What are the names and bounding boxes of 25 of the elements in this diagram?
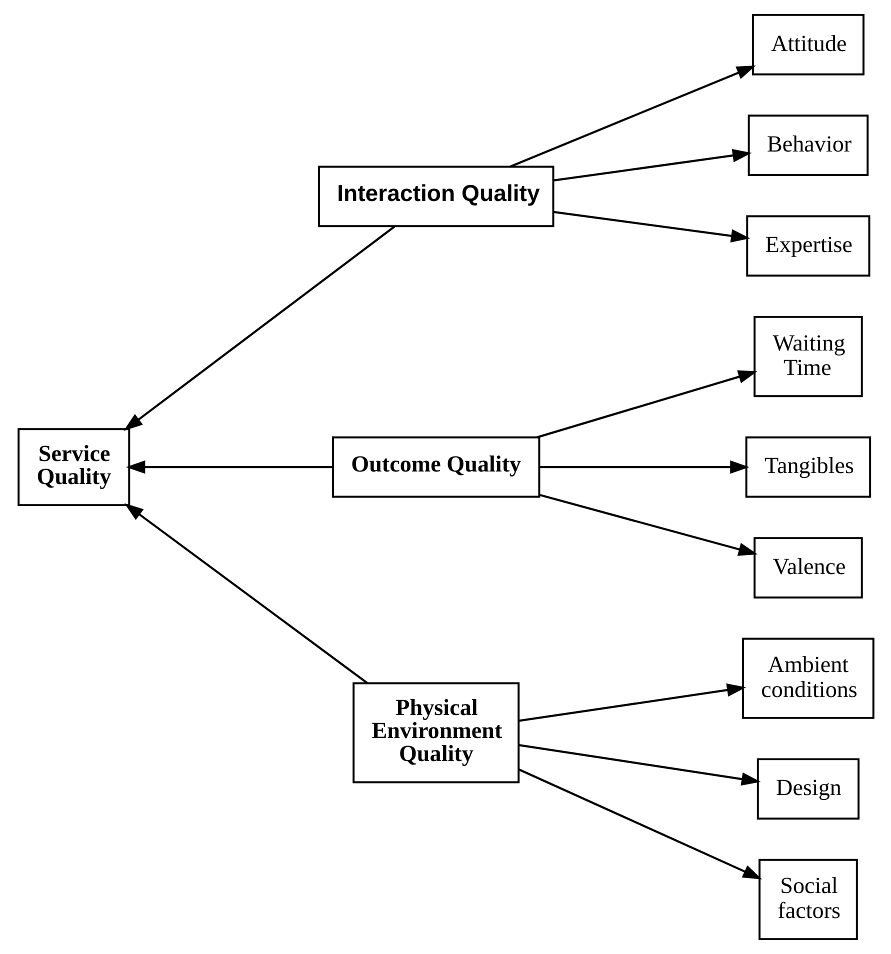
node-box: Valence xyxy=(753,537,862,598)
arrow xyxy=(539,460,749,474)
node-box: Behavior xyxy=(747,114,868,176)
arrow xyxy=(518,744,760,786)
node-box: Interaction Quality xyxy=(317,166,554,228)
arrow xyxy=(538,494,758,556)
node-box: Tangibles xyxy=(744,436,871,498)
arrow xyxy=(518,683,746,722)
node-box: Ambient conditions xyxy=(742,638,874,719)
node-box: Waiting Time xyxy=(753,316,862,398)
node-box: Expertise xyxy=(746,215,870,277)
arrow xyxy=(552,210,750,243)
node-box: Attitude xyxy=(751,14,864,76)
node-box: Physical Environment Quality xyxy=(352,682,520,784)
arrow xyxy=(509,66,756,168)
arrow xyxy=(124,503,368,684)
node-box: Design xyxy=(756,758,860,820)
arrow xyxy=(518,768,762,880)
arrow xyxy=(536,370,757,438)
arrow xyxy=(552,148,752,182)
arrow xyxy=(123,226,395,431)
node-box: Outcome Quality xyxy=(331,436,540,498)
arrow xyxy=(126,460,332,474)
node-box: Social factors xyxy=(758,858,858,940)
node-box: Service Quality xyxy=(17,428,130,506)
